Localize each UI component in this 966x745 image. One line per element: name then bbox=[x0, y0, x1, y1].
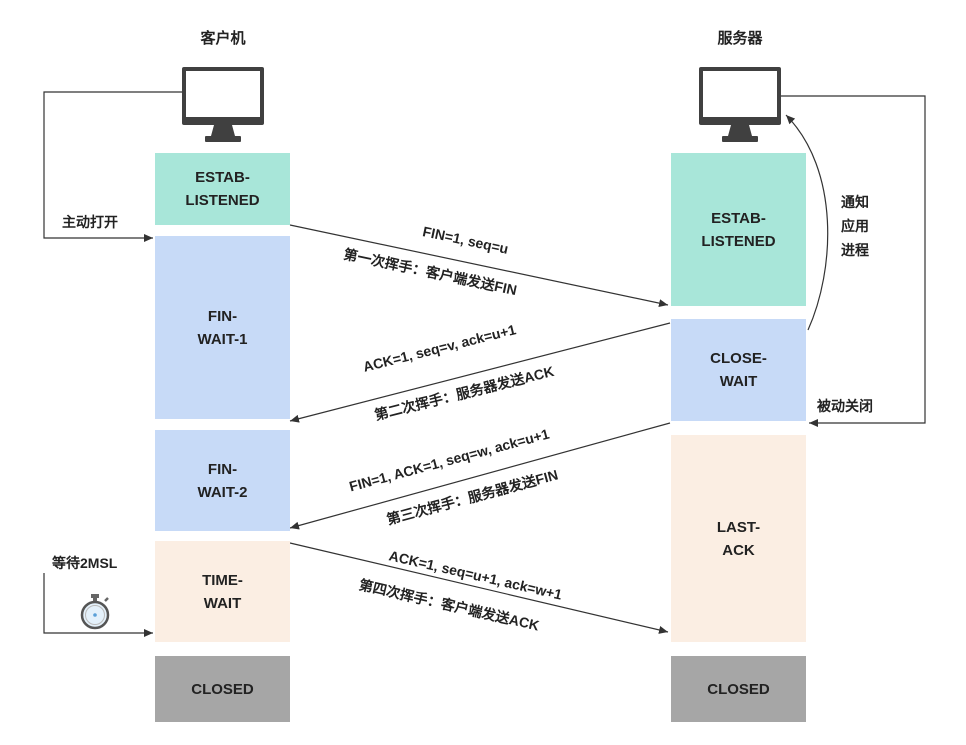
client-state-fin-wait-1: FIN-WAIT-1 bbox=[155, 236, 290, 419]
stopwatch-icon bbox=[78, 593, 112, 636]
server-state-close-wait: CLOSE-WAIT bbox=[671, 319, 806, 421]
notify-app-curve bbox=[785, 114, 829, 331]
active-open-line bbox=[43, 91, 183, 242]
notify-app-label: 通知 应用 进程 bbox=[841, 194, 869, 258]
client-state-fin-wait-2: FIN-WAIT-2 bbox=[155, 430, 290, 531]
passive-close-line bbox=[781, 95, 926, 427]
wait-2msl-line bbox=[43, 573, 153, 637]
client-state-closed: CLOSED bbox=[155, 656, 290, 722]
msg3-arrow bbox=[289, 422, 671, 530]
passive-close-label: 被动关闭 bbox=[817, 398, 873, 414]
client-state-established: ESTAB-LISTENED bbox=[155, 153, 290, 225]
client-state-time-wait: TIME-WAIT bbox=[155, 541, 290, 642]
msg4-arrow bbox=[289, 542, 669, 634]
msg1-arrow bbox=[289, 224, 669, 308]
msg2-arrow bbox=[289, 322, 671, 423]
server-state-closed: CLOSED bbox=[671, 656, 806, 722]
wait-2msl-label: 等待2MSL bbox=[52, 555, 118, 571]
server-title: 服务器 bbox=[717, 30, 763, 47]
client-title: 客户机 bbox=[200, 30, 246, 47]
server-state-established: ESTAB-LISTENED bbox=[671, 153, 806, 306]
server-monitor-icon bbox=[698, 66, 782, 149]
server-state-last-ack: LAST-ACK bbox=[671, 435, 806, 642]
client-monitor-icon bbox=[181, 66, 265, 149]
active-open-label: 主动打开 bbox=[62, 214, 118, 230]
